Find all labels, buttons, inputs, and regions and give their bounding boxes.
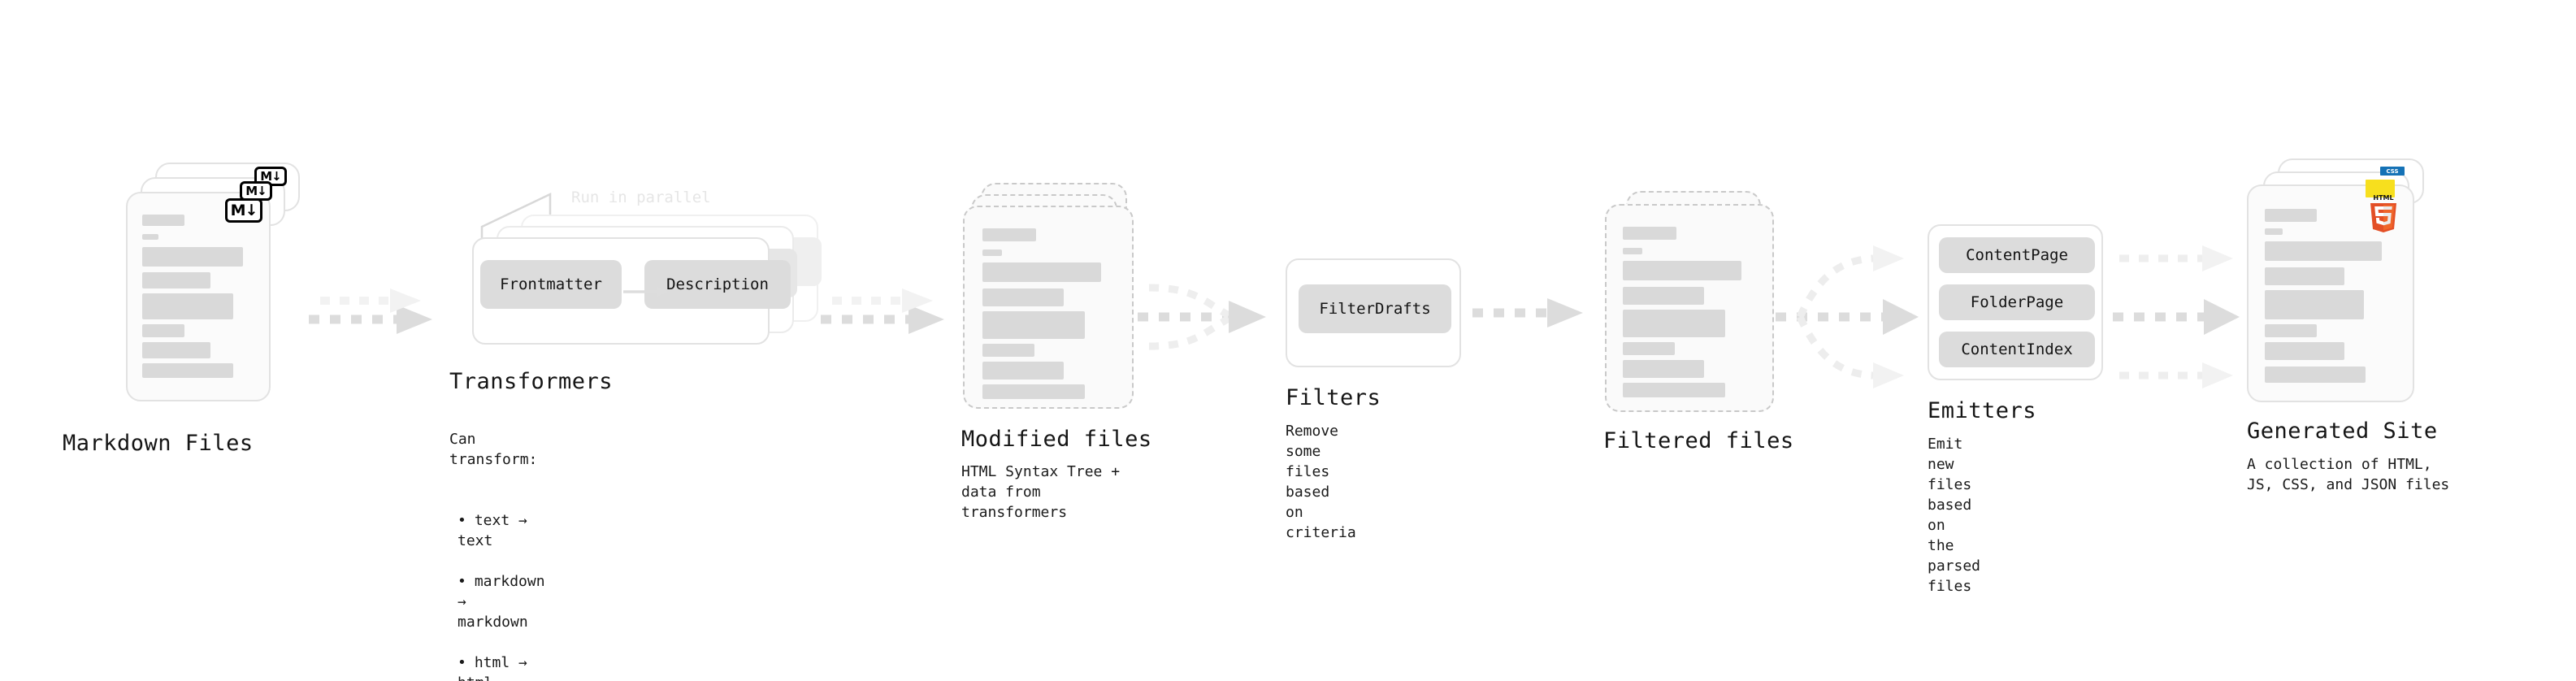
skeleton-bar	[142, 363, 233, 378]
transformers-intro: Can transform:	[449, 431, 538, 468]
skeleton-bar	[1623, 310, 1725, 337]
label-emitters: Emitters	[1928, 398, 2037, 423]
skeleton-bar	[2265, 324, 2317, 337]
modified-card-front	[963, 206, 1134, 409]
stage-markdown-files: M↓ M↓ M↓ Markdown Files	[63, 163, 313, 456]
skeleton-bar	[142, 272, 210, 288]
chip-filter-drafts[interactable]: FilterDrafts	[1299, 284, 1451, 333]
skeleton-bar	[142, 234, 158, 240]
skeleton-bar	[2265, 209, 2317, 222]
label-markdown-files: Markdown Files	[63, 431, 254, 456]
modified-card-stack	[963, 183, 1142, 419]
desc-emitters: Emit new files based on the parsed files	[1928, 436, 1981, 595]
arrow-filters-to-filtered	[1472, 298, 1583, 327]
markdown-badge-back-1: M↓	[240, 181, 272, 201]
markdown-card-stack: M↓ M↓ M↓	[126, 163, 313, 431]
label-modified-files: Modified files	[961, 427, 1152, 452]
skeleton-bar	[1623, 248, 1642, 254]
site-card-stack: CSS HTML	[2247, 158, 2450, 435]
skeleton-bar	[2265, 267, 2344, 285]
transformers-bullet-3: html → html	[449, 653, 545, 681]
chip-content-index[interactable]: ContentIndex	[1939, 332, 2095, 367]
transformer-arrow-front	[623, 287, 669, 297]
skeleton-bar	[982, 384, 1085, 399]
chip-description[interactable]: Description	[644, 260, 791, 309]
skeleton-bar	[982, 362, 1064, 380]
label-transformers: Transformers	[449, 369, 614, 394]
site-card-front	[2247, 184, 2414, 402]
desc-generated-site: A collection of HTML, JS, CSS, and JSON …	[2247, 456, 2450, 493]
skeleton-bar	[1623, 342, 1675, 355]
stage-generated-site: CSS HTML Gen	[2247, 158, 2450, 493]
arrow-markdown-to-transformers	[309, 288, 432, 334]
label-generated-site: Generated Site	[2247, 419, 2438, 444]
skeleton-bar	[982, 228, 1036, 241]
stage-filtered-files: Filtered files	[1603, 191, 1793, 453]
skeleton-bar	[2265, 367, 2366, 383]
skeleton-bar	[2265, 241, 2382, 261]
transformers-bullet-1: text → text	[449, 510, 545, 551]
filtered-card-front	[1605, 204, 1774, 412]
chip-frontmatter[interactable]: Frontmatter	[480, 260, 622, 309]
label-filtered-files: Filtered files	[1603, 428, 1794, 453]
arrow-modified-to-filters	[1138, 284, 1266, 350]
skeleton-bar	[1623, 287, 1704, 305]
skeleton-bar	[1623, 261, 1741, 280]
css3-badge: CSS	[2380, 167, 2405, 176]
markdown-badge: M↓	[225, 198, 262, 223]
skeleton-bar	[982, 288, 1064, 306]
arrow-emitters-to-site	[2113, 245, 2240, 388]
skeleton-bar	[142, 324, 184, 337]
skeleton-bar	[142, 247, 243, 267]
skeleton-bar	[142, 215, 184, 226]
markdown-card-front	[126, 192, 271, 401]
chip-content-page[interactable]: ContentPage	[1939, 237, 2095, 273]
skeleton-bar	[142, 342, 210, 358]
arrow-transformers-to-modified	[821, 288, 944, 334]
stage-modified-files: Modified files HTML Syntax Tree + data f…	[961, 183, 1151, 521]
skeleton-bar	[142, 293, 233, 319]
skeleton-bar	[1623, 360, 1704, 378]
svg-text:HTML: HTML	[2373, 194, 2393, 202]
filtered-card-stack	[1605, 191, 1784, 427]
label-run-in-parallel: Run in parallel	[571, 189, 711, 206]
skeleton-bar	[982, 262, 1101, 282]
transformers-bullet-2: markdown → markdown	[449, 571, 545, 632]
transformers-bullets: text → text markdown → markdown html → h…	[449, 490, 545, 681]
label-filters: Filters	[1286, 385, 1381, 410]
chip-folder-page[interactable]: FolderPage	[1939, 284, 2095, 320]
filters-panel: FilterDrafts	[1286, 258, 1461, 367]
skeleton-bar	[982, 311, 1085, 339]
desc-filters: Remove some files based on criteria	[1286, 423, 1356, 541]
skeleton-bar	[2265, 342, 2344, 360]
skeleton-bar	[1623, 383, 1725, 397]
emitters-panel: ContentPage FolderPage ContentIndex	[1928, 224, 2103, 380]
desc-transformers: Can transform: text → text markdown → ma…	[449, 409, 545, 681]
skeleton-bar	[2265, 290, 2364, 319]
skeleton-bar	[2265, 228, 2283, 235]
skeleton-bar	[982, 249, 1002, 256]
javascript-badge	[2366, 180, 2395, 197]
transformer-panel-front: Frontmatter Description	[472, 237, 791, 345]
desc-modified-files: HTML Syntax Tree + data from transformer…	[961, 463, 1121, 521]
html5-logo-icon: HTML	[2370, 194, 2396, 232]
skeleton-bar	[1623, 227, 1676, 240]
skeleton-bar	[982, 344, 1034, 357]
arrow-filtered-to-emitters	[1776, 245, 1919, 388]
